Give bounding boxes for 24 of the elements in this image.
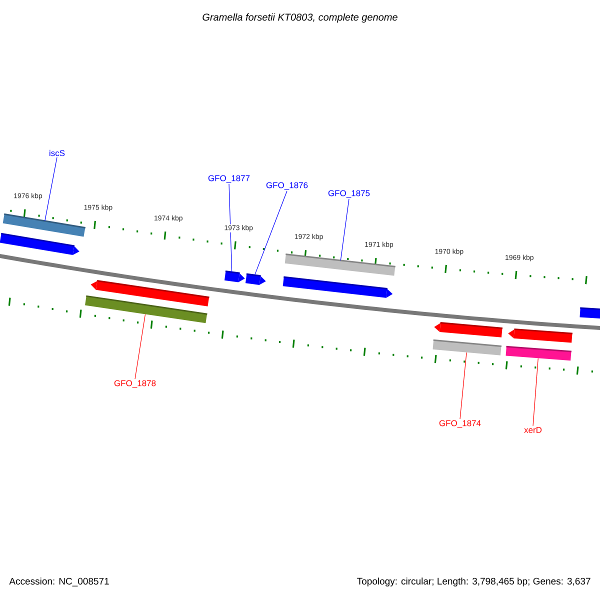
gene-label: iscS <box>50 150 65 156</box>
leader-line <box>254 190 288 276</box>
leader-line <box>134 314 146 380</box>
gene-feature <box>245 273 266 285</box>
footer-text: Topology: circular; Length: 3,798,465 bp; Genes: 3,637 <box>357 578 590 586</box>
gene-label: GFO_1877 <box>208 175 250 183</box>
gene-feature <box>432 339 502 356</box>
gene-feature <box>85 295 208 324</box>
gene-label: GFO_1874 <box>439 420 481 428</box>
gene-feature <box>284 254 396 276</box>
footer-text: Accession: NC_008571 <box>9 578 109 586</box>
leader-line <box>228 184 232 272</box>
leader-line <box>532 358 538 426</box>
gene-feature <box>2 213 86 237</box>
leader-line <box>44 157 58 222</box>
leader-line <box>340 198 350 261</box>
gene-feature <box>506 346 572 361</box>
title: Gramella forsetii KT0803, complete genome <box>202 13 398 23</box>
leader-line <box>460 352 467 420</box>
gene-label: GFO_1878 <box>114 380 156 388</box>
gene-feature <box>224 270 245 282</box>
gene-label: xerD <box>524 427 542 433</box>
gene-label: GFO_1876 <box>266 182 308 190</box>
gene-label: GFO_1875 <box>328 190 370 198</box>
